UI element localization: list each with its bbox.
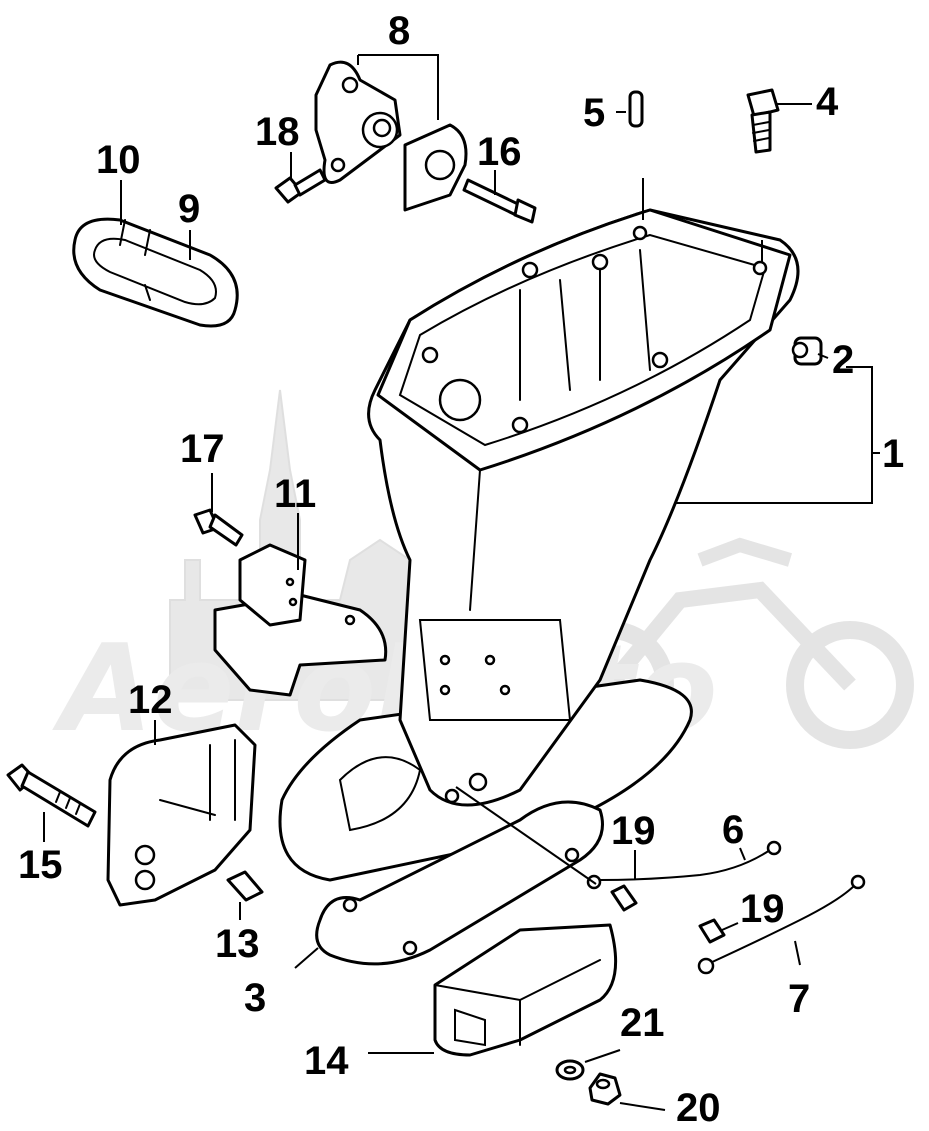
callout-19a: 19: [611, 809, 656, 853]
part-7-wire: [697, 874, 866, 975]
part-18-bolt: [274, 168, 327, 204]
part-19-screw-b: [698, 918, 726, 944]
part-19-screw-a: [610, 884, 638, 912]
callout-1: 1: [882, 432, 904, 476]
callout-21: 21: [620, 1001, 665, 1045]
part-13-pin: [226, 870, 264, 902]
callout-6: 6: [722, 808, 744, 852]
callout-labels: 1 2 3 4 5 6 7 8 9 10 11 12 13 14 15 16 1…: [18, 9, 904, 1130]
callout-9: 9: [178, 187, 200, 231]
callout-4: 4: [816, 80, 839, 124]
part-1-lower-casing: [278, 208, 800, 882]
part-20-nut: [588, 1072, 622, 1106]
callout-12: 12: [128, 678, 173, 722]
callout-5: 5: [583, 91, 605, 135]
part-4-bolt: [746, 88, 780, 154]
part-11-bracket: [213, 543, 388, 697]
part-16-bolt: [462, 178, 537, 224]
callout-11: 11: [274, 472, 316, 516]
callout-15: 15: [18, 843, 63, 887]
part-9-10-seals: [72, 217, 239, 328]
part-15-bolt: [6, 763, 97, 828]
part-17-bolt: [193, 508, 244, 547]
callout-19b: 19: [740, 887, 785, 931]
callout-20: 20: [676, 1086, 721, 1130]
callout-2: 2: [832, 338, 854, 382]
callout-8: 8: [388, 9, 410, 53]
part-21-washer: [555, 1059, 585, 1081]
callout-3: 3: [244, 976, 266, 1020]
part-2-grommet: [791, 336, 823, 366]
callout-16: 16: [477, 130, 522, 174]
callout-10: 10: [96, 138, 141, 182]
callout-17: 17: [180, 427, 225, 471]
callout-18: 18: [255, 110, 300, 154]
callout-7: 7: [788, 977, 810, 1021]
part-14-bottom-cover: [433, 923, 618, 1057]
leader-lines: [43, 54, 880, 1111]
part-3-gasket: [315, 800, 604, 966]
part-8-mount: [314, 60, 468, 212]
callout-14: 14: [304, 1039, 349, 1083]
part-5-pin: [628, 90, 644, 128]
callout-13: 13: [215, 922, 260, 966]
